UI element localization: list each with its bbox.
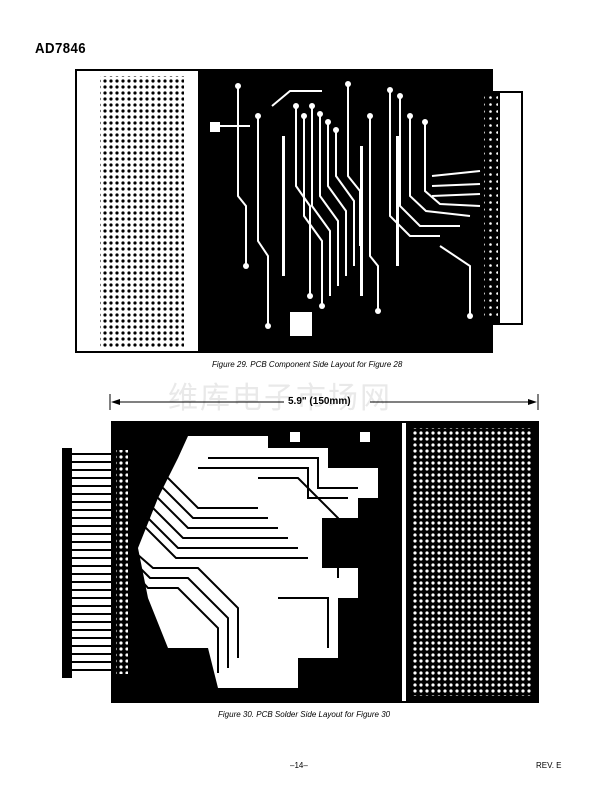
figure-29-caption: Figure 29. PCB Component Side Layout for… xyxy=(212,360,403,369)
pcb-component-side-layout xyxy=(75,69,523,353)
dimension-label: 5.9" (150mm) xyxy=(288,396,351,407)
revision-label: REV. E xyxy=(536,761,562,770)
dimension-line xyxy=(109,394,539,410)
part-number-header: AD7846 xyxy=(35,40,87,57)
figure-30-caption: Figure 30. PCB Solder Side Layout for Fi… xyxy=(218,710,391,719)
watermark: 维库电子市场网 xyxy=(168,381,392,416)
pcb-solder-side-layout xyxy=(62,421,539,703)
page-number: –14– xyxy=(290,761,308,770)
